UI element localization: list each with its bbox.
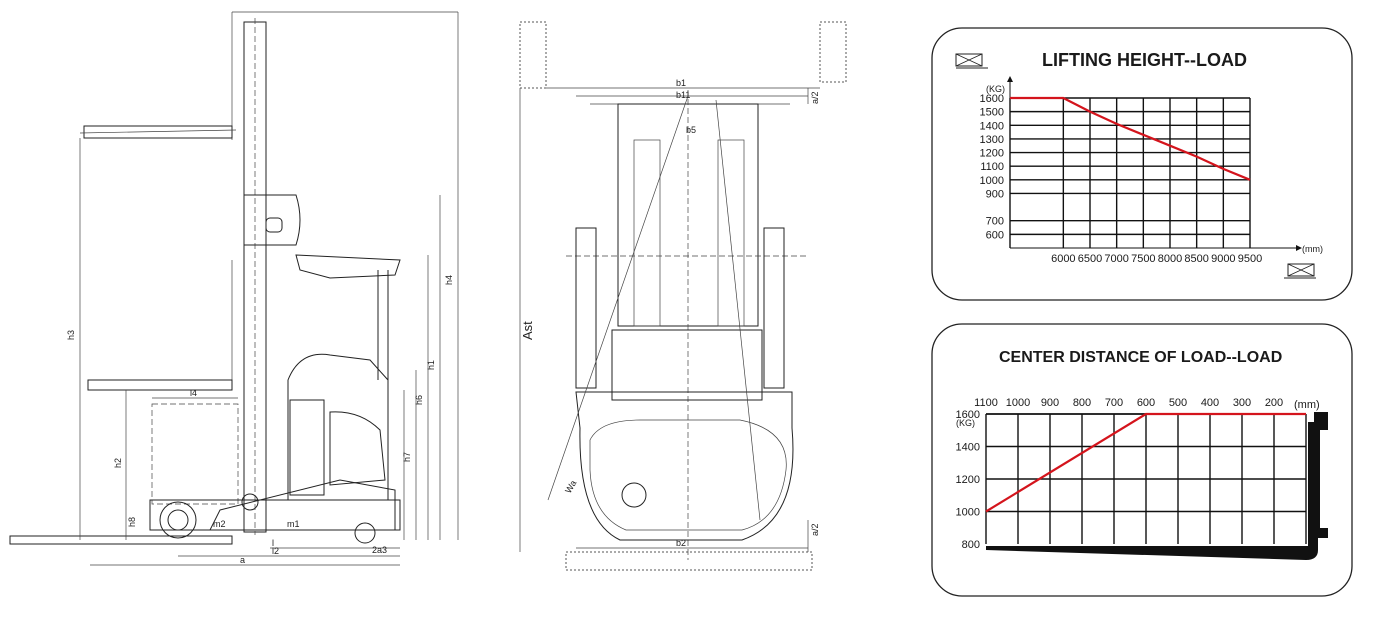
raised-fork [83, 125, 233, 139]
chart2-title: CENTER DISTANCE OF LOAD--LOAD [999, 349, 1282, 366]
top-view-labels: b1 b11 b5 Ast a/2 a/2 b2 Wa [520, 78, 820, 548]
dim-h6: h6 [414, 395, 424, 405]
chart2-x-tick: 500 [1169, 397, 1187, 409]
chart1-y-tick: 1000 [980, 175, 1004, 187]
chart1-x-tick: 9500 [1238, 253, 1262, 265]
dim-b11: b11 [676, 90, 690, 100]
chart2-series-line [985, 412, 1306, 513]
load-wheel [159, 501, 197, 539]
chart1-x-tick: 8500 [1184, 253, 1208, 265]
pallet-icon-bottom [1284, 263, 1316, 279]
chart1-x-tick: 7500 [1131, 253, 1155, 265]
chart1-y-tick: 900 [986, 188, 1004, 200]
dim-a-half-top: a/2 [810, 91, 820, 104]
chart2-y-tick: 800 [962, 539, 980, 551]
chart2-x-tick: 800 [1073, 397, 1091, 409]
chart2-y-unit: (KG) [956, 418, 975, 428]
dim-h7: h7 [402, 452, 412, 462]
load-box [151, 403, 239, 505]
top-chassis [575, 391, 794, 541]
dim-m1: m1 [287, 519, 300, 529]
dim-l: l [272, 538, 274, 548]
dim-b2: b2 [676, 538, 686, 548]
dim-h1: h1 [426, 360, 436, 370]
chart1-y-tick: 600 [986, 229, 1004, 241]
chart2-y-tick: 1400 [956, 442, 980, 454]
chart1-y-tick: 1200 [980, 148, 1004, 160]
chart2-y-tick: 1600 [956, 409, 980, 421]
chart2-x-tick: 1100 [974, 397, 998, 409]
chart1-y-arrow-icon [1007, 76, 1013, 82]
center-distance-load-panel: CENTER DISTANCE OF LOAD--LOAD (KG) (mm) … [931, 323, 1353, 597]
chart2-x-tick: 1000 [1006, 397, 1030, 409]
chart1-y-unit: (KG) [986, 84, 1005, 94]
reach-carriage [611, 329, 763, 401]
chassis [149, 499, 401, 531]
floor-hatch [565, 551, 813, 571]
dim-h3: h3 [66, 330, 76, 340]
chart2-y-tick: 1200 [956, 474, 980, 486]
chart1-y-tick: 1100 [980, 161, 1004, 173]
dim-ast: Ast [520, 321, 535, 340]
top-view-drawing [519, 21, 847, 571]
dim-b1: b1 [676, 78, 686, 88]
chart2-y-tick: 1000 [956, 507, 980, 519]
dim-h4: h4 [444, 275, 454, 285]
dim-l4: l4 [190, 388, 197, 398]
chart1-x-unit: (mm) [1302, 244, 1323, 254]
chart1-title: LIFTING HEIGHT--LOAD [1042, 50, 1247, 70]
wall-left [519, 21, 547, 89]
chart1-x-tick: 9000 [1211, 253, 1235, 265]
side-view-drawing [9, 11, 459, 566]
chart2-x-tick: 600 [1137, 397, 1155, 409]
chart2-x-tick: 400 [1201, 397, 1219, 409]
dim-a-half-bottom: a/2 [810, 523, 820, 536]
chart2-x-tick: 700 [1105, 397, 1123, 409]
dim-2a3: 2a3 [372, 545, 387, 555]
dim-h8: h8 [127, 517, 137, 527]
drive-wheel [354, 522, 376, 544]
ground-fork [9, 535, 233, 545]
mid-fork [87, 379, 233, 391]
dim-l2: l2 [272, 546, 279, 556]
chart1-x-tick: 8000 [1158, 253, 1182, 265]
chart1-y-tick: 1600 [980, 93, 1004, 105]
chart1-y-tick: 700 [986, 216, 1004, 228]
pallet-icon-top [955, 53, 988, 69]
chart2-x-tick: 300 [1233, 397, 1251, 409]
dim-m2: m2 [213, 519, 226, 529]
chart1-x-tick: 6000 [1051, 253, 1075, 265]
dim-h2: h2 [113, 458, 123, 468]
chart1-y-tick: 1400 [980, 120, 1004, 132]
chart1-y-tick: 1300 [980, 134, 1004, 146]
carriage-head [243, 194, 301, 246]
chart2-x-tick: 200 [1265, 397, 1283, 409]
side-view-labels: h3 h4 h1 h6 h7 h2 h8 l4 m2 m1 l l2 a 2a3 [66, 275, 454, 565]
chart1-y-tick: 1500 [980, 107, 1004, 119]
chart1-x-arrow-icon [1296, 245, 1302, 251]
chart1-series-line [1010, 96, 1251, 181]
dim-a: a [240, 555, 245, 565]
chart2-x-tick: 900 [1041, 397, 1059, 409]
wall-right [819, 21, 847, 83]
overhead-guard [295, 254, 401, 279]
chart1-x-tick: 6500 [1078, 253, 1102, 265]
chart2-x-unit: (mm) [1294, 399, 1320, 411]
dim-b5: b5 [686, 125, 696, 135]
dim-wa: Wa [563, 479, 578, 495]
truck-body [287, 353, 389, 501]
chart1-x-tick: 7000 [1104, 253, 1128, 265]
